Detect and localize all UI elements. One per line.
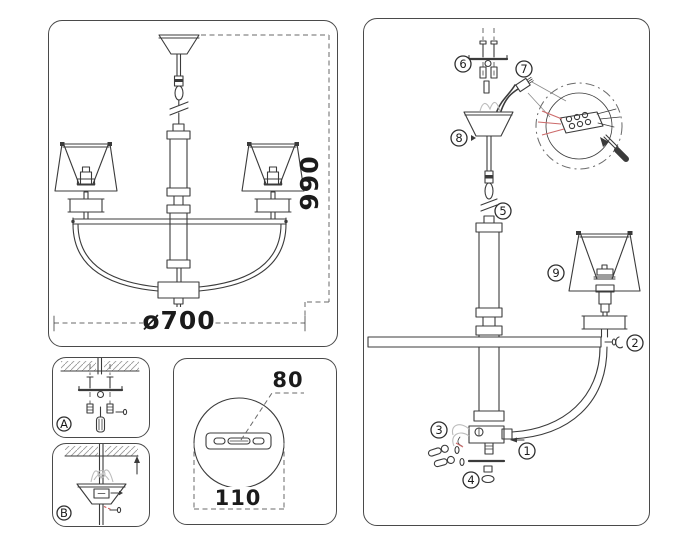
- assembly-panel: 6 7: [363, 18, 650, 526]
- up-arrow-icon: [134, 456, 140, 475]
- hook-ghost: [90, 469, 114, 483]
- step-7-badge: 7: [515, 60, 533, 78]
- diameter-label: ø700: [142, 306, 215, 335]
- mounting-bracket-and-screws: [77, 364, 128, 416]
- shade-lock-screw: [604, 336, 624, 349]
- slot-spacing-label: 80: [272, 368, 303, 392]
- hub: [467, 425, 513, 484]
- detail-b-panel: B: [52, 443, 150, 527]
- chandelier-front-view: 990 ø700: [53, 34, 330, 335]
- svg-text:8: 8: [455, 131, 462, 145]
- plate-width-dimension: 110: [193, 443, 285, 510]
- svg-text:4: 4: [467, 473, 474, 487]
- svg-text:7: 7: [520, 62, 527, 76]
- center-column: [166, 130, 191, 285]
- step-5-badge: 5: [494, 202, 512, 220]
- bracket-hardware: [467, 28, 509, 94]
- step-3-badge: 3: [430, 421, 448, 439]
- svg-text:2: 2: [631, 336, 638, 350]
- screwdriver-icon: [600, 134, 629, 162]
- shade-right: [241, 142, 305, 220]
- canopy: [76, 483, 127, 525]
- height-label: 990: [295, 155, 324, 210]
- plate-panel: 80 110: [173, 358, 337, 525]
- detail-a-label: A: [60, 417, 68, 431]
- plate-drawing: 80 110: [193, 368, 304, 510]
- step-1-badge: 1: [518, 442, 536, 460]
- detail-a-badge: A: [56, 416, 72, 432]
- shade-left: [54, 142, 118, 220]
- screwdriver-icon: [95, 406, 106, 433]
- assembly-drawing: 6 7: [367, 28, 644, 489]
- svg-text:9: 9: [552, 266, 559, 280]
- svg-text:1: 1: [523, 444, 530, 458]
- svg-text:3: 3: [435, 423, 442, 437]
- step-4-badge: 4: [462, 471, 480, 489]
- svg-text:6: 6: [459, 57, 466, 71]
- canopy: [463, 101, 514, 224]
- curved-arm: [511, 346, 608, 440]
- diameter-dimension: ø700: [53, 306, 306, 335]
- arms: [71, 217, 288, 310]
- center-column: [473, 222, 505, 422]
- shade-assembly: [568, 231, 641, 338]
- detail-a-drawing: A: [56, 358, 140, 433]
- arm-tube: [367, 336, 602, 348]
- step-9-badge: 9: [547, 264, 565, 282]
- height-dimension: 990: [201, 34, 330, 317]
- detail-a-panel: A: [52, 357, 150, 438]
- svg-text:5: 5: [499, 204, 506, 218]
- overview-panel: 990 ø700: [48, 20, 338, 347]
- arm-insert-arrow: [510, 437, 525, 443]
- slot-spacing-dimension: 80: [240, 368, 304, 441]
- step-6-badge: 6: [454, 55, 472, 73]
- terminal-detail: [527, 81, 629, 170]
- detail-b-badge: B: [56, 505, 72, 521]
- plate-width-label: 110: [215, 486, 262, 510]
- step-2-badge: 2: [626, 334, 644, 352]
- detail-b-label: B: [60, 506, 68, 520]
- hub-wires: [427, 424, 470, 468]
- wire-plug: [496, 76, 534, 112]
- canopy-and-chain: [158, 34, 200, 132]
- ceiling: [60, 358, 140, 375]
- detail-b-drawing: B: [56, 444, 140, 525]
- step-8-badge: 8: [450, 129, 468, 147]
- mounting-plate: [205, 432, 272, 450]
